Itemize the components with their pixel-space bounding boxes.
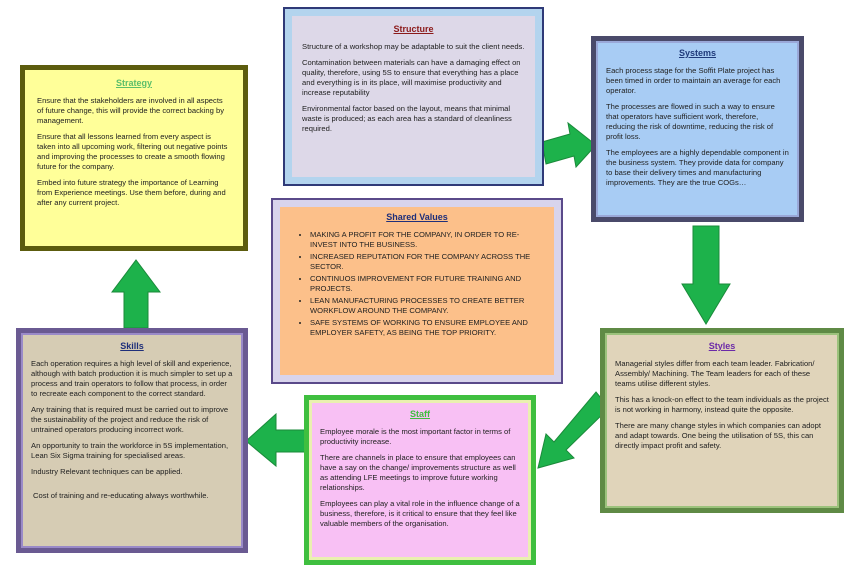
systems-paragraph: The employees are a highly dependable co… bbox=[606, 147, 789, 188]
systems-box: Systems Each process stage for the Soffi… bbox=[591, 36, 804, 222]
systems-paragraph: The processes are flowed in such a way t… bbox=[606, 101, 775, 141]
systems-content: Systems Each process stage for the Soffi… bbox=[598, 43, 797, 215]
systems-paragraph: Each process stage for the Soffit Plate … bbox=[606, 65, 781, 95]
shared-values-item: LEAN MANUFACTURING PROCESSES TO CREATE B… bbox=[310, 296, 546, 316]
structure-paragraph: Structure of a workshop may be adaptable… bbox=[302, 41, 525, 51]
structure-content: Structure Structure of a workshop may be… bbox=[292, 16, 535, 177]
shared-values-item: INCREASED REPUTATION FOR THE COMPANY ACR… bbox=[310, 252, 546, 272]
arrow-systems-to-styles bbox=[681, 225, 731, 325]
systems-title: Systems bbox=[678, 48, 717, 58]
structure-title: Structure bbox=[393, 24, 434, 34]
shared-values-title: Shared Values bbox=[386, 212, 448, 222]
staff-paragraph: Employee morale is the most important fa… bbox=[320, 426, 511, 446]
shared-values-box: Shared Values MAKING A PROFIT FOR THE CO… bbox=[271, 198, 563, 384]
styles-paragraph: This has a knock-on effect to the team i… bbox=[615, 394, 829, 414]
strategy-paragraph: Ensure that the stakeholders are involve… bbox=[37, 95, 224, 125]
staff-paragraph: There are channels in place to ensure th… bbox=[320, 452, 516, 492]
styles-title: Styles bbox=[708, 341, 736, 351]
strategy-title: Strategy bbox=[115, 78, 152, 88]
shared-values-item: SAFE SYSTEMS OF WORKING TO ENSURE EMPLOY… bbox=[310, 318, 546, 338]
structure-paragraph: Contamination between materials can have… bbox=[302, 57, 521, 97]
skills-title: Skills bbox=[120, 341, 144, 351]
skills-paragraph: Each operation requires a high level of … bbox=[31, 358, 233, 398]
staff-title: Staff bbox=[410, 409, 430, 419]
skills-content: Skills Each operation requires a high le… bbox=[23, 335, 241, 546]
skills-paragraph: Industry Relevant techniques can be appl… bbox=[31, 467, 183, 477]
skills-paragraph: Cost of training and re-educating always… bbox=[33, 491, 209, 501]
shared-values-content: Shared Values MAKING A PROFIT FOR THE CO… bbox=[280, 207, 554, 375]
skills-paragraph: An opportunity to train the workforce in… bbox=[31, 440, 229, 460]
structure-paragraph: Environmental factor based on the layout… bbox=[302, 103, 512, 133]
styles-paragraph: Managerial styles differ from each team … bbox=[615, 358, 815, 388]
arrow-skills-to-strategy bbox=[111, 259, 161, 329]
skills-box: Skills Each operation requires a high le… bbox=[16, 328, 248, 553]
strategy-content: Strategy Ensure that the stakeholders ar… bbox=[27, 72, 241, 244]
strategy-paragraph: Embed into future strategy the importanc… bbox=[37, 177, 226, 208]
structure-box: Structure Structure of a workshop may be… bbox=[283, 7, 544, 186]
skills-paragraph: Any training that is required must be ca… bbox=[31, 404, 229, 434]
styles-box: Styles Managerial styles differ from eac… bbox=[600, 328, 844, 513]
styles-content: Styles Managerial styles differ from eac… bbox=[607, 335, 837, 506]
arrow-structure-to-systems bbox=[541, 121, 597, 169]
strategy-paragraph: Ensure that all lessons learned from eve… bbox=[37, 131, 228, 171]
shared-values-list: MAKING A PROFIT FOR THE COMPANY, IN ORDE… bbox=[288, 230, 546, 338]
arrow-staff-to-skills bbox=[245, 412, 307, 468]
staff-box: Staff Employee morale is the most import… bbox=[304, 395, 536, 565]
strategy-box: Strategy Ensure that the stakeholders ar… bbox=[20, 65, 248, 251]
shared-values-item: CONTINUOS IMPROVEMENT FOR FUTURE TRAININ… bbox=[310, 274, 546, 294]
shared-values-item: MAKING A PROFIT FOR THE COMPANY, IN ORDE… bbox=[310, 230, 546, 250]
staff-content: Staff Employee morale is the most import… bbox=[312, 403, 528, 557]
styles-paragraph: There are many change styles in which co… bbox=[615, 420, 821, 450]
staff-paragraph: Employees can play a vital role in the i… bbox=[320, 498, 520, 528]
